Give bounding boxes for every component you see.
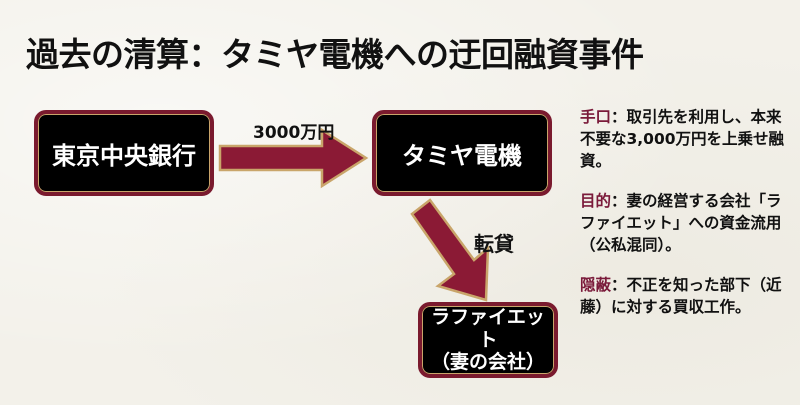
note-sep: ：	[611, 276, 627, 294]
note-key: 手口	[580, 108, 612, 126]
notes-panel: 手口：取引先を利用し、本来不要な3,000万円を上乗せ融資。 目的：妻の経営する…	[580, 106, 795, 336]
note-method: 手口：取引先を利用し、本来不要な3,000万円を上乗せ融資。	[580, 106, 795, 172]
node-lafayette: ラファイエット （妻の会社）	[418, 302, 558, 378]
node-tamiya-denki: タミヤ電機	[372, 110, 552, 196]
note-text: 妻の経営する会社「ラファイエット」への資金流用（公私混同）。	[580, 192, 782, 254]
note-key: 目的	[580, 192, 612, 210]
note-purpose: 目的：妻の経営する会社「ラファイエット」への資金流用（公私混同）。	[580, 190, 795, 256]
node-tokyo-chuo-bank: 東京中央銀行	[34, 110, 214, 196]
note-sep: ：	[611, 192, 627, 210]
node-label: タミヤ電機	[402, 141, 522, 170]
node-label-line1: ラファイエット	[431, 305, 545, 351]
note-sep: ：	[611, 108, 627, 126]
edge-label-amount: 3000万円	[253, 123, 335, 143]
note-key: 隠蔽	[580, 276, 612, 294]
note-concealment: 隠蔽：不正を知った部下（近藤）に対する買収工作。	[580, 274, 795, 318]
node-label-line2: （妻の会社）	[430, 351, 545, 374]
note-text: 不正を知った部下（近藤）に対する買収工作。	[580, 276, 782, 316]
page-title: 過去の清算：タミヤ電機への迂回融資事件	[26, 35, 644, 74]
node-label: 東京中央銀行	[52, 141, 196, 170]
edge-label-transfer: 転貸	[474, 232, 514, 256]
note-text: 取引先を利用し、本来不要な3,000万円を上乗せ融資。	[580, 108, 785, 170]
